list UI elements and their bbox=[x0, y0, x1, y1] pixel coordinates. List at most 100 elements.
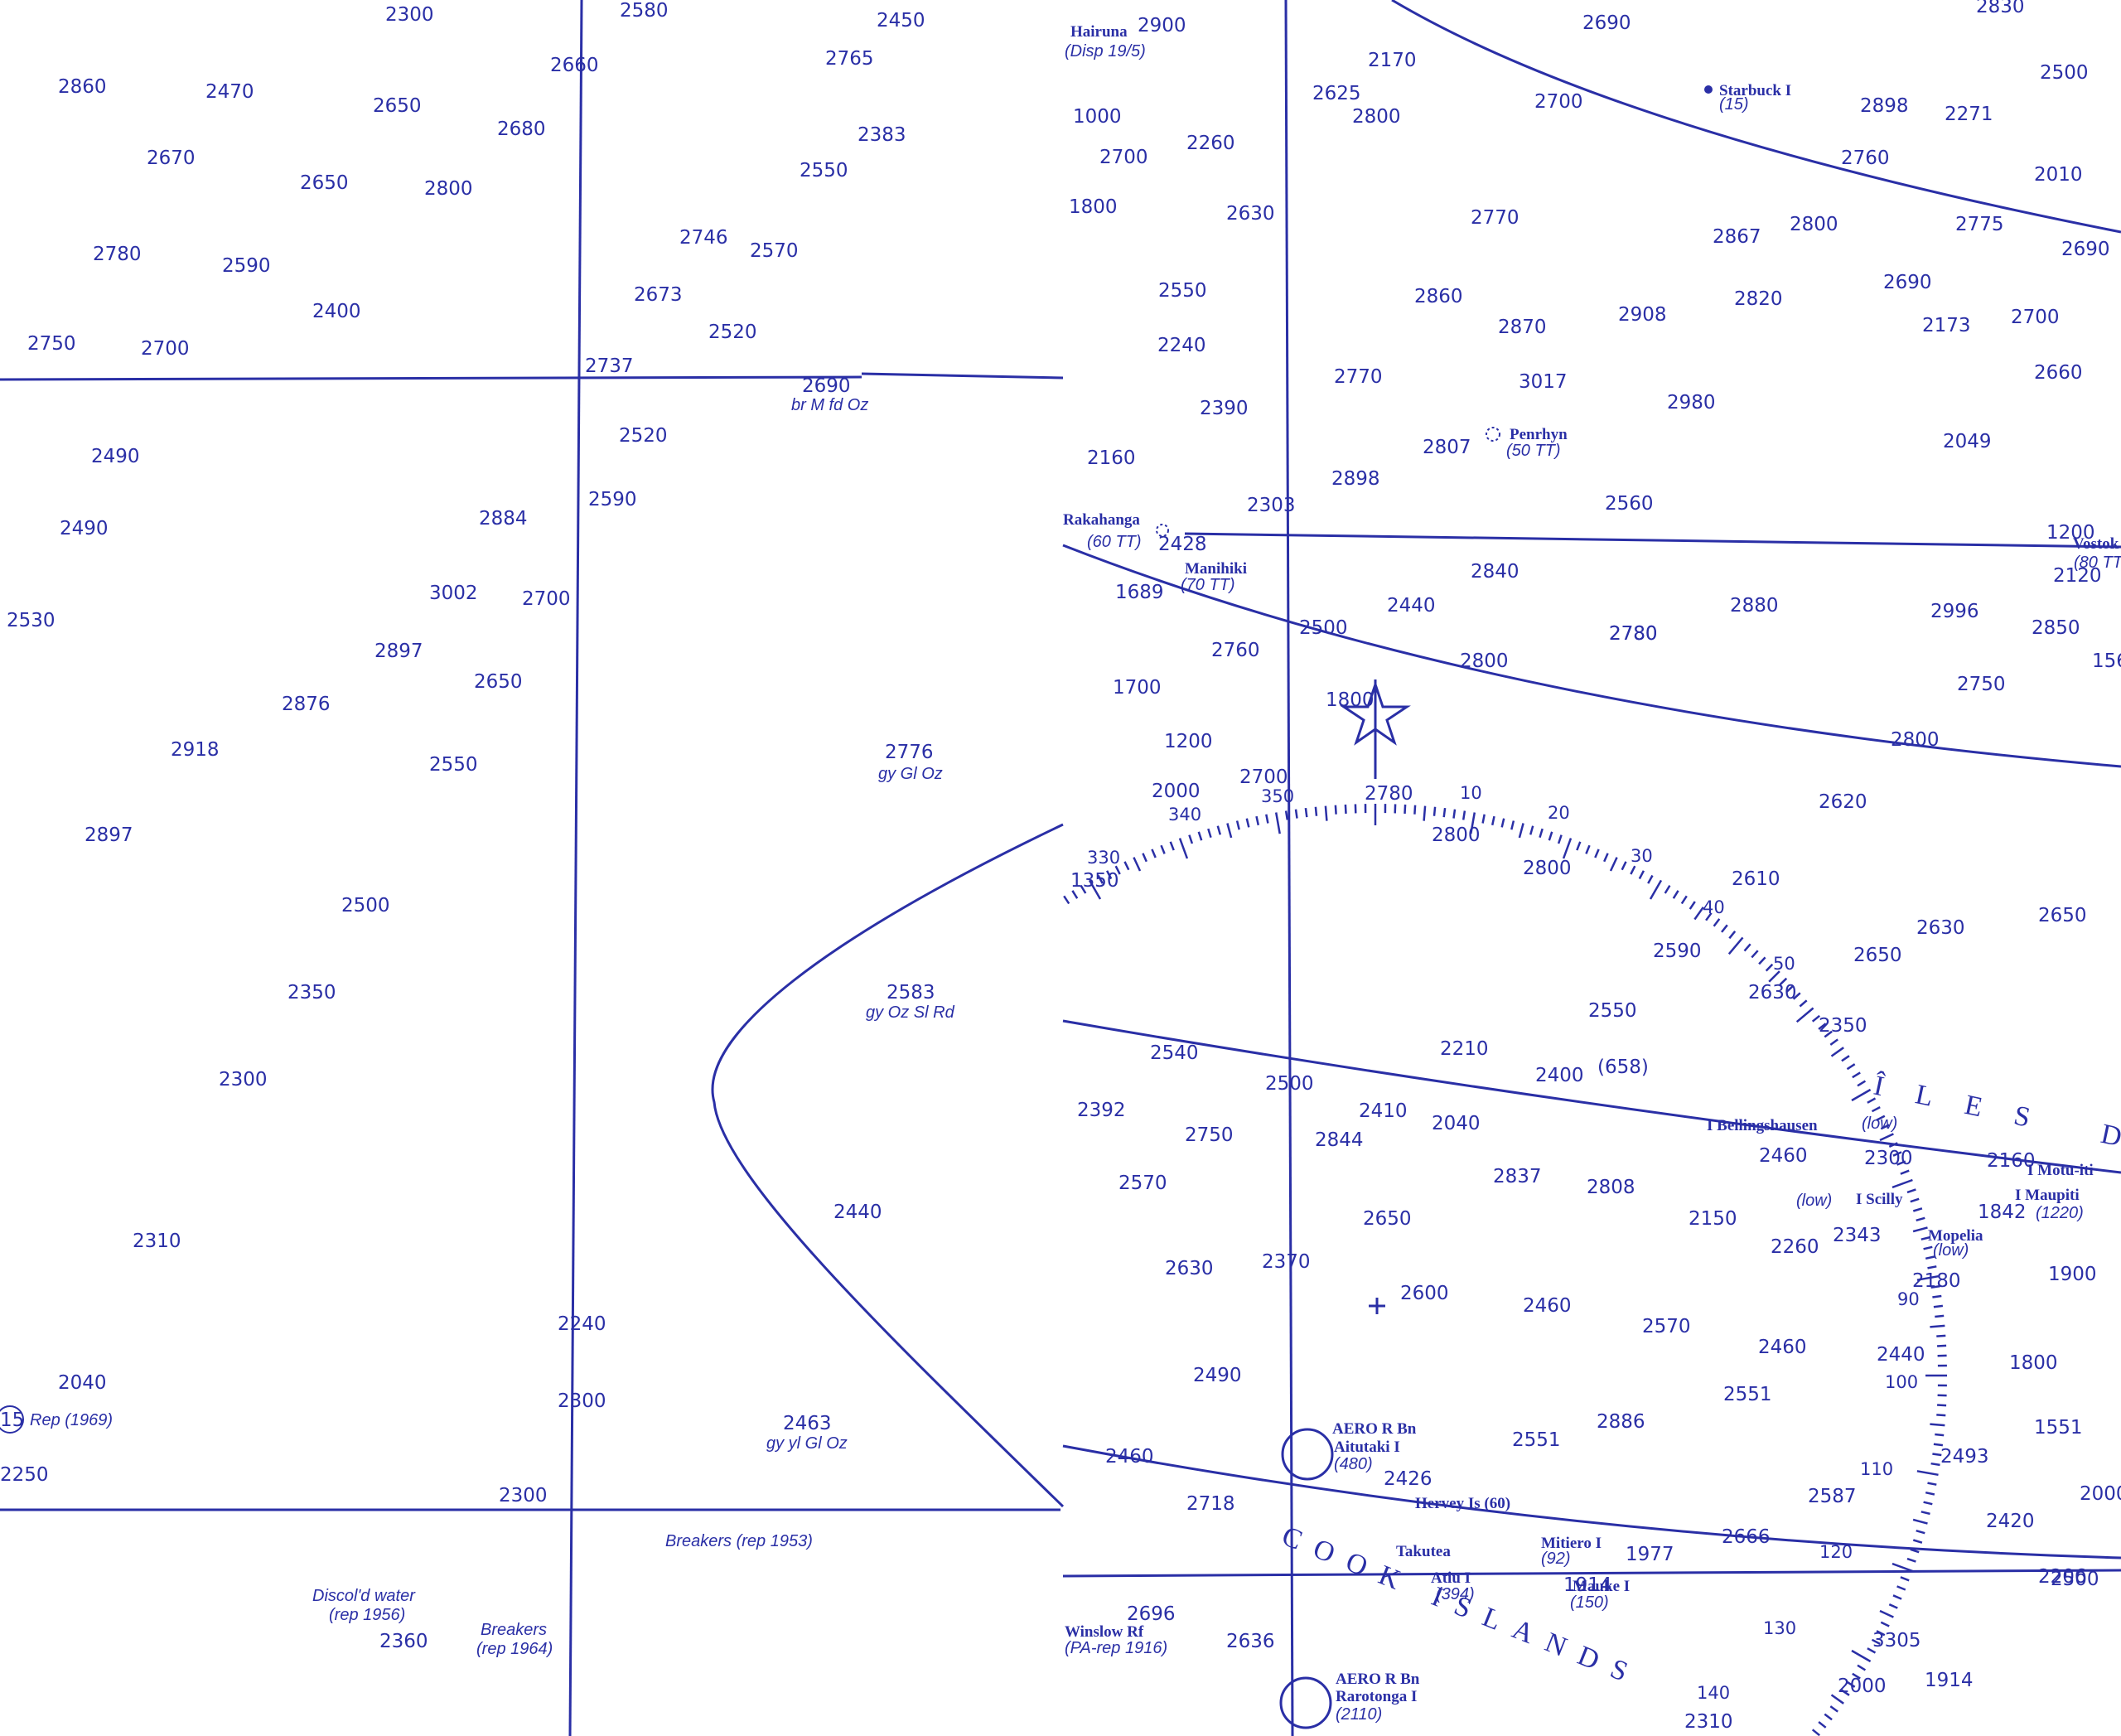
sounding: 3002 bbox=[429, 583, 478, 604]
sounding: 2550 bbox=[1588, 1000, 1637, 1022]
sounding: 2800 bbox=[1891, 729, 1940, 751]
sounding: 2570 bbox=[750, 240, 799, 262]
island-height: (480) bbox=[1334, 1455, 1373, 1473]
sounding: 2570 bbox=[1642, 1316, 1691, 1337]
island-height: (low) bbox=[1933, 1241, 1969, 1260]
sounding: 2040 bbox=[58, 1372, 107, 1394]
sounding: 2844 bbox=[1315, 1129, 1364, 1151]
compass-tick bbox=[1930, 1324, 1945, 1328]
sounding: 2760 bbox=[1841, 147, 1890, 169]
note-text: Breakers bbox=[481, 1621, 547, 1639]
compass-tick bbox=[1927, 1265, 1937, 1269]
compass-tick bbox=[1920, 1511, 1930, 1516]
sounding: 2010 bbox=[2034, 164, 2083, 186]
compass-label: 90 bbox=[1897, 1289, 1920, 1309]
compass-tick bbox=[1481, 814, 1486, 824]
sounding: 2650 bbox=[1363, 1208, 1412, 1230]
compass-tick bbox=[1404, 804, 1407, 814]
compass-tick bbox=[1871, 1105, 1881, 1113]
sounding: 2880 bbox=[1730, 595, 1779, 617]
compass-tick bbox=[1927, 1482, 1937, 1486]
sounding: 2260 bbox=[1771, 1236, 1819, 1258]
sounding: 1200 bbox=[1164, 731, 1213, 752]
compass-tick bbox=[1916, 1529, 1925, 1535]
compass-tick bbox=[1910, 1548, 1920, 1554]
sounding: 2690 bbox=[1883, 272, 1932, 293]
sounding: 2343 bbox=[1833, 1225, 1882, 1246]
sounding: 2898 bbox=[1331, 468, 1380, 490]
compass-tick bbox=[1906, 1557, 1916, 1563]
sounding: 2460 bbox=[1523, 1295, 1572, 1317]
sounding: 2300 bbox=[558, 1390, 606, 1412]
compass-tick bbox=[1324, 805, 1328, 821]
sounding: 2350 bbox=[287, 982, 336, 1003]
sounding: 2490 bbox=[91, 446, 140, 467]
sounding: 2560 bbox=[1605, 493, 1654, 515]
island-label: Rakahanga bbox=[1063, 511, 1140, 529]
compass-tick bbox=[1936, 1414, 1946, 1417]
island-label: Mitiero I bbox=[1541, 1535, 1602, 1552]
compass-tick bbox=[1916, 1470, 1939, 1477]
compass-tick bbox=[1876, 1115, 1886, 1121]
compass-tick bbox=[1114, 865, 1121, 875]
sounding: 2908 bbox=[1618, 304, 1667, 326]
compass-tick bbox=[1594, 849, 1600, 858]
sounding: 2520 bbox=[708, 322, 757, 343]
compass-tick bbox=[1169, 841, 1175, 851]
compass-tick bbox=[1936, 1334, 1946, 1337]
sounding: 2493 bbox=[1940, 1446, 1989, 1468]
island-icon bbox=[1486, 427, 1500, 442]
compass-tick bbox=[1160, 844, 1166, 854]
compass-tick bbox=[1779, 977, 1788, 986]
compass-tick bbox=[1235, 820, 1240, 830]
sounding: 2383 bbox=[858, 124, 906, 146]
compass-tick bbox=[1609, 857, 1618, 872]
compass-label: 340 bbox=[1168, 805, 1201, 824]
sounding: 2610 bbox=[1732, 868, 1780, 890]
sounding: 2520 bbox=[619, 425, 668, 447]
radio-beacon-icon bbox=[1279, 1676, 1332, 1729]
sounding: 2490 bbox=[60, 518, 109, 539]
sounding: 2303 bbox=[1247, 495, 1296, 516]
sounding: 2898 bbox=[1860, 95, 1909, 117]
compass-tick bbox=[1857, 1664, 1867, 1671]
compass-label: 20 bbox=[1548, 803, 1570, 823]
compass-label: 100 bbox=[1885, 1372, 1918, 1392]
sounding: 2310 bbox=[1684, 1711, 1733, 1733]
compass-tick bbox=[1896, 1585, 1906, 1591]
compass-tick bbox=[1888, 1142, 1898, 1148]
compass-tick bbox=[1638, 870, 1645, 880]
compass-tick bbox=[1758, 956, 1766, 965]
sounding: 2392 bbox=[1077, 1100, 1126, 1121]
island-label: Manihiki bbox=[1185, 560, 1247, 578]
compass-tick bbox=[1423, 805, 1427, 821]
compass-tick bbox=[1892, 1178, 1913, 1189]
sounding: 2360 bbox=[379, 1631, 428, 1652]
island-label: Takutea bbox=[1396, 1543, 1451, 1560]
compass-tick bbox=[1880, 1621, 1890, 1627]
sounding: 2850 bbox=[2032, 617, 2080, 639]
island-icon bbox=[1156, 524, 1169, 537]
sounding: 1977 bbox=[1626, 1544, 1674, 1565]
lower-arc-curve bbox=[1062, 1019, 2121, 1174]
compass-tick bbox=[1529, 825, 1534, 835]
compass-tick bbox=[1935, 1314, 1945, 1318]
compass-tick bbox=[1433, 806, 1437, 816]
compass-label: 130 bbox=[1763, 1618, 1796, 1638]
compass-tick bbox=[1557, 834, 1563, 844]
compass-tick bbox=[1188, 834, 1194, 844]
sounding: 2765 bbox=[825, 48, 874, 70]
reef-note: (PA-rep 1916) bbox=[1065, 1639, 1167, 1657]
compass-tick bbox=[1576, 841, 1582, 851]
sounding: 2120 bbox=[2053, 565, 2102, 587]
compass-tick bbox=[1672, 890, 1679, 899]
compass-tick bbox=[1510, 820, 1515, 830]
sounding: 1689 bbox=[1115, 582, 1164, 603]
sounding: 2630 bbox=[1165, 1258, 1214, 1279]
sounding: 2150 bbox=[1689, 1208, 1737, 1230]
island-label: I Maupiti bbox=[2015, 1187, 2080, 1204]
island-height: (50 TT) bbox=[1506, 442, 1561, 460]
sounding: 2300 bbox=[219, 1069, 268, 1090]
compass-tick bbox=[1142, 853, 1147, 863]
